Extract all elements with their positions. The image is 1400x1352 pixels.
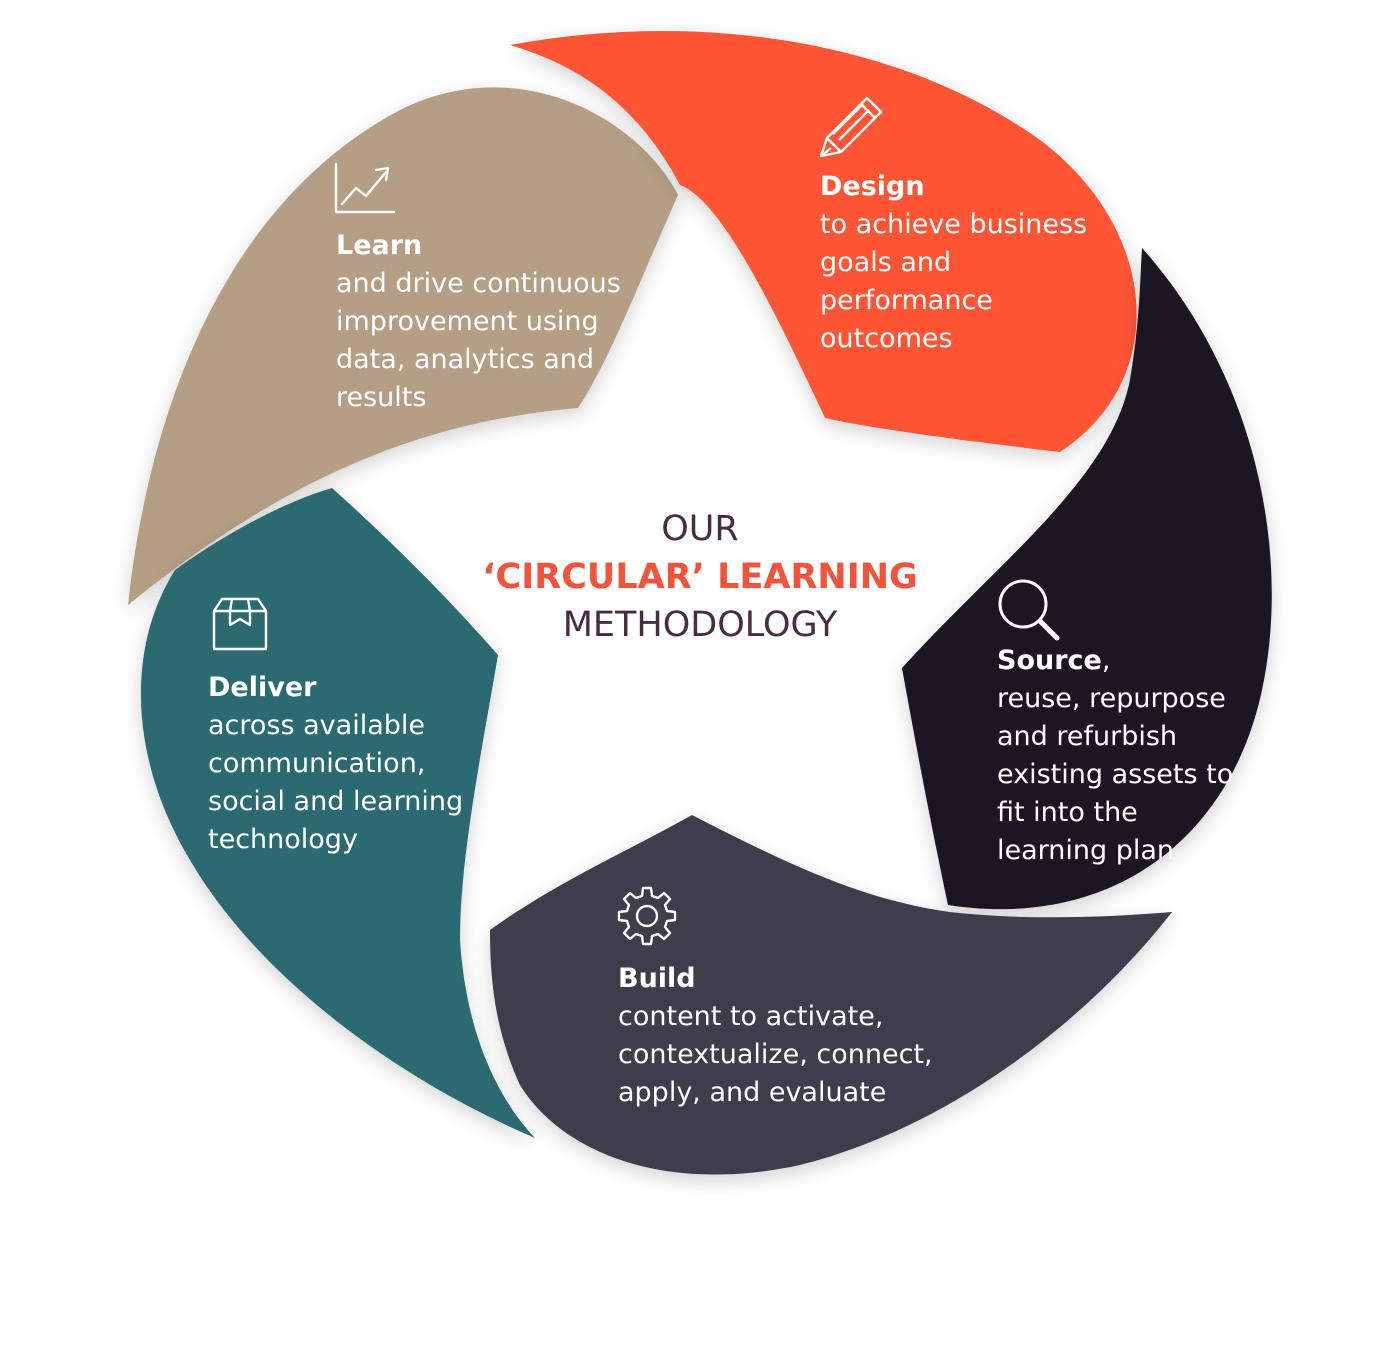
segment-title: Design (820, 171, 925, 202)
segment-design-text: Design to achieve business goals and per… (820, 168, 1087, 358)
segment-build-text: Build content to activate, contextualize… (618, 960, 933, 1112)
segment-description: reuse, repurpose and refurbish existing … (997, 683, 1234, 866)
segment-description: to achieve business goals and performanc… (820, 209, 1088, 354)
segment-description: content to activate, contextualize, conn… (618, 1001, 933, 1108)
chart-up-icon (334, 162, 396, 214)
segment-title: Build (618, 963, 696, 994)
segment-title: Deliver (208, 672, 317, 703)
segment-deliver-shape (140, 488, 535, 1138)
pencil-icon (819, 96, 883, 158)
segment-title: Source (997, 645, 1102, 676)
segment-description: across available communication, social a… (208, 710, 464, 855)
segment-description: and drive continuous improvement using d… (336, 268, 621, 413)
center-title-line-1: OUR (661, 509, 739, 549)
segment-learn-text: Learn and drive continuous improvement u… (336, 227, 621, 417)
center-title-line-3: METHODOLOGY (562, 605, 838, 645)
box-icon (212, 597, 268, 651)
segment-design-shape (510, 30, 1137, 452)
magnifier-icon (998, 579, 1060, 641)
center-title-line-2: ‘CIRCULAR’ LEARNING (482, 557, 918, 597)
segment-learn-shape (128, 87, 678, 605)
segment-source-shape (902, 248, 1272, 910)
center-title: OUR ‘CIRCULAR’ LEARNING METHODOLOGY (450, 505, 950, 649)
gear-icon (617, 886, 677, 946)
segment-deliver-text: Deliver across available communication, … (208, 669, 463, 859)
segment-source-text: Source, reuse, repurpose and refurbish e… (997, 642, 1233, 870)
segment-title: Learn (336, 230, 423, 261)
segment-title-suffix: , (1101, 645, 1111, 676)
segment-build-shape (490, 815, 1172, 1175)
